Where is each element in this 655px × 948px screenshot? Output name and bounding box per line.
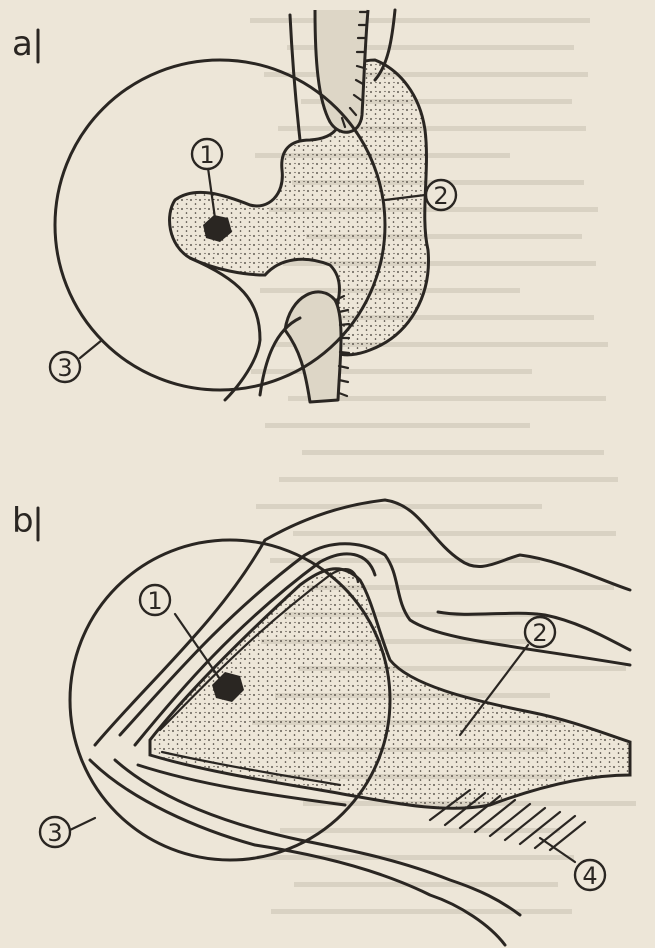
background-text-line <box>265 423 530 428</box>
background-text-line <box>294 882 558 887</box>
svg-text:1: 1 <box>147 587 162 615</box>
panel-a-leader-3 <box>80 340 102 358</box>
background-text-line <box>302 450 604 455</box>
panel-a-letter-text: a <box>12 24 33 64</box>
background-text-line <box>264 72 588 77</box>
panel-b-label-4: 4 <box>575 860 605 890</box>
background-text-line <box>279 477 618 482</box>
panel-b-label-2: 2 <box>525 617 555 647</box>
svg-text:4: 4 <box>582 862 597 890</box>
background-text-line <box>278 126 586 131</box>
panel-a-label-3: 3 <box>50 352 80 382</box>
background-text-line <box>271 909 572 914</box>
panel-b-label-1: 1 <box>140 585 170 615</box>
panel-b-letter: b <box>12 501 38 541</box>
panel-b: b 1 <box>12 500 630 945</box>
svg-text:1: 1 <box>199 141 214 169</box>
svg-text:3: 3 <box>47 819 62 847</box>
panel-a-label-1: 1 <box>192 139 222 169</box>
panel-a-label-2: 2 <box>426 180 456 210</box>
svg-text:3: 3 <box>57 354 72 382</box>
panel-b-leader-3 <box>70 818 95 830</box>
panel-b-label-3: 3 <box>40 817 70 847</box>
background-text-line <box>293 531 616 536</box>
svg-text:2: 2 <box>532 619 547 647</box>
svg-text:2: 2 <box>433 182 448 210</box>
background-text-line <box>257 855 574 860</box>
background-text-line <box>250 18 590 23</box>
panel-b-letter-text: b <box>12 501 34 541</box>
panel-a-letter: a <box>12 24 38 64</box>
panel-a-lower-duct <box>190 258 349 402</box>
